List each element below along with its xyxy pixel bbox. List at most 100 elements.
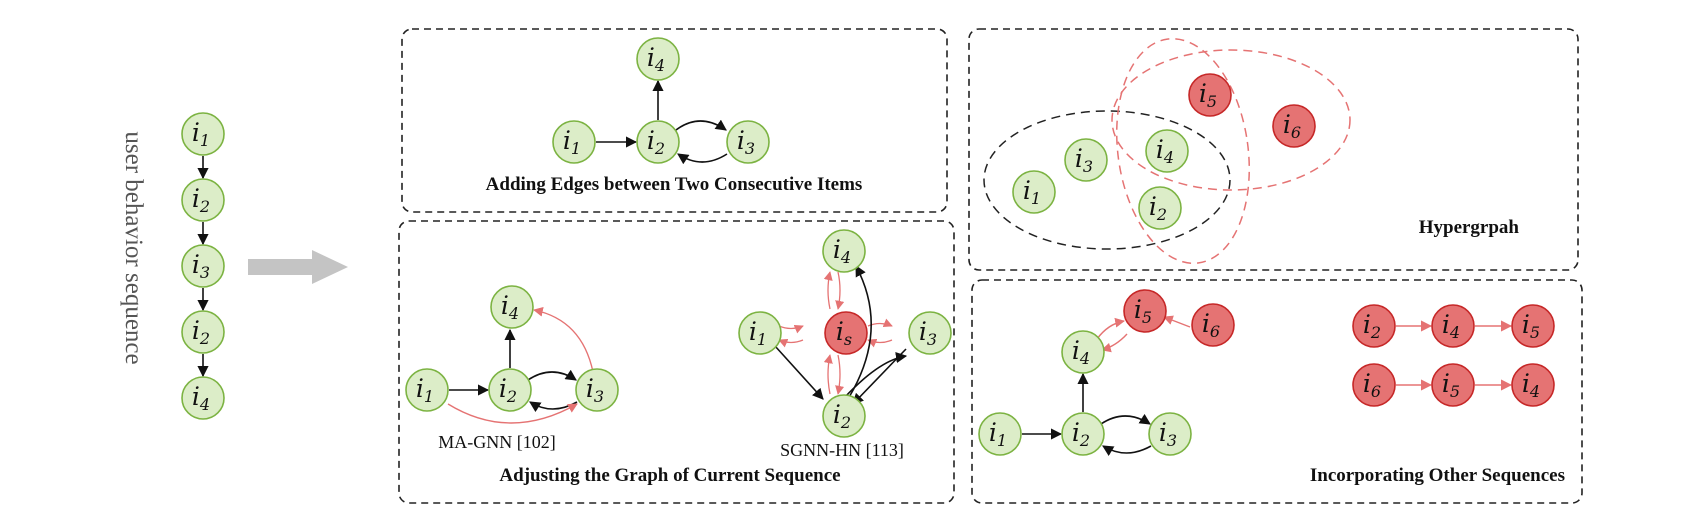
node-i4: i4 — [1431, 304, 1475, 348]
node-i1-label: i1 — [989, 418, 1007, 450]
sequence-node-circle — [181, 310, 225, 354]
hyperedge-black — [983, 110, 1231, 250]
sequence-node: i2 — [181, 178, 225, 222]
node-i3: i3 — [1148, 412, 1192, 456]
node-i3-label: i3 — [1159, 418, 1177, 450]
node-i4: i4 — [490, 285, 534, 329]
node-i6: i6 — [1191, 303, 1235, 347]
sequence-node-label: i3 — [192, 250, 210, 282]
node-i6-label: i6 — [1283, 110, 1301, 142]
node-i3-label: i3 — [1075, 144, 1093, 176]
node-i6-label: i6 — [1363, 369, 1381, 401]
sequence-node-circle — [181, 178, 225, 222]
node-i2-circle — [636, 120, 680, 164]
node-i6-circle — [1352, 363, 1396, 407]
panel-adjusting — [398, 220, 955, 504]
caption-consecutive: Adding Edges between Two Consecutive Ite… — [486, 174, 863, 195]
method-sgnnhn: SGNN-HN [113] — [780, 440, 904, 460]
sequence-node-label: i2 — [192, 316, 210, 348]
sequence-node: i1 — [181, 112, 225, 156]
node-i5-label: i5 — [1522, 310, 1540, 342]
sequence-node-circle — [181, 112, 225, 156]
node-i5: i5 — [1123, 289, 1167, 333]
other-seq-graph-edges — [1022, 315, 1191, 457]
node-i3-label: i3 — [737, 126, 755, 158]
node-i1-circle — [738, 311, 782, 355]
other-seq-chains — [1396, 320, 1513, 391]
node-i2: i2 — [488, 368, 532, 412]
hyperedge-red-tall — [1115, 37, 1251, 265]
magnn-edges — [447, 307, 594, 424]
panel-hypergraph — [968, 28, 1579, 271]
node-i2-label: i2 — [1072, 418, 1090, 450]
node-i6-circle — [1191, 303, 1235, 347]
node-i3: i3 — [1064, 138, 1108, 182]
node-i4-circle — [822, 229, 866, 273]
node-i2-label: i2 — [1363, 310, 1381, 342]
node-i5: i5 — [1431, 363, 1475, 407]
node-i3-label: i3 — [586, 374, 604, 406]
node-i3-circle — [1148, 412, 1192, 456]
node-i2: i2 — [636, 120, 680, 164]
node-i2-circle — [822, 394, 866, 438]
node-is-label: is — [836, 317, 852, 349]
node-i4: i4 — [636, 37, 680, 81]
node-is: is — [824, 311, 868, 355]
hyperedge-red-wide — [1111, 49, 1351, 191]
node-i1-label: i1 — [416, 374, 434, 406]
node-i4-circle — [1061, 330, 1105, 374]
node-i4-label: i4 — [1522, 369, 1540, 401]
node-i1-label: i1 — [749, 317, 767, 349]
node-i4-label: i4 — [1072, 336, 1090, 368]
consecutive-edges — [596, 79, 728, 165]
node-i2: i2 — [1138, 186, 1182, 230]
node-i4-circle — [1145, 129, 1189, 173]
node-i2-label: i2 — [1149, 192, 1167, 224]
transform-arrow — [248, 250, 348, 284]
node-i2: i2 — [1061, 412, 1105, 456]
node-i4-circle — [1431, 304, 1475, 348]
caption-hypergraph: Hypergrpah — [1419, 217, 1520, 238]
node-i3: i3 — [908, 311, 952, 355]
node-i5-label: i5 — [1134, 295, 1152, 327]
node-i2-label: i2 — [833, 400, 851, 432]
node-i1: i1 — [1012, 170, 1056, 214]
node-i3-circle — [908, 311, 952, 355]
node-i2-circle — [1138, 186, 1182, 230]
node-i3-circle — [1064, 138, 1108, 182]
sequence-node: i2 — [181, 310, 225, 354]
node-i2-circle — [1061, 412, 1105, 456]
node-i4-label: i4 — [1156, 135, 1174, 167]
node-i1: i1 — [552, 120, 596, 164]
node-i1: i1 — [738, 311, 782, 355]
node-i4-label: i4 — [1442, 310, 1460, 342]
node-i4-circle — [490, 285, 534, 329]
node-i3-label: i3 — [919, 317, 937, 349]
node-i1-circle — [552, 120, 596, 164]
node-i6-label: i6 — [1202, 309, 1220, 341]
node-i6: i6 — [1352, 363, 1396, 407]
node-i5-label: i5 — [1199, 79, 1217, 111]
node-i5-label: i5 — [1442, 369, 1460, 401]
node-i3-circle — [575, 368, 619, 412]
node-i5-circle — [1511, 304, 1555, 348]
node-i4-label: i4 — [647, 43, 665, 75]
node-i2-label: i2 — [499, 374, 517, 406]
sequence-node-circle — [181, 244, 225, 288]
node-i4-circle — [636, 37, 680, 81]
node-i4-label: i4 — [501, 291, 519, 323]
method-magnn: MA-GNN [102] — [438, 432, 555, 452]
node-i2-circle — [1352, 304, 1396, 348]
node-i1: i1 — [978, 412, 1022, 456]
panel-other-sequences — [971, 279, 1583, 504]
node-i5: i5 — [1511, 304, 1555, 348]
node-i4: i4 — [822, 229, 866, 273]
sgnnhn-edges — [774, 265, 908, 405]
sequence-node-circle — [181, 376, 225, 420]
node-i2-label: i2 — [647, 126, 665, 158]
node-i4-label: i4 — [833, 235, 851, 267]
node-i4: i4 — [1145, 129, 1189, 173]
node-i6-circle — [1272, 104, 1316, 148]
